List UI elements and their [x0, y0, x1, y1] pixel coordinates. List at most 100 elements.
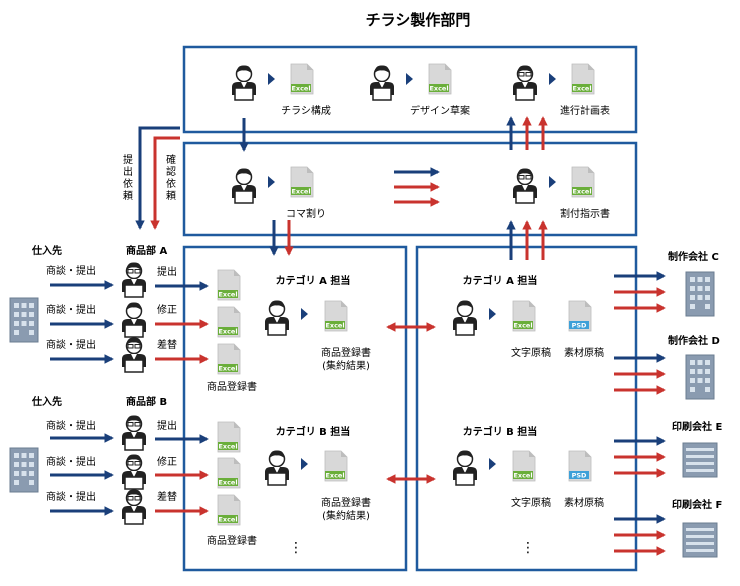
submit-request-char: 提: [123, 154, 133, 166]
layout-box: [182, 141, 638, 237]
excel-badge-label: Excel: [325, 472, 344, 480]
supplier-label-a: 仕入先: [31, 244, 62, 257]
cat-a-heading: カテゴリ A 担当: [463, 274, 538, 287]
printing-company-icon: [682, 442, 718, 478]
action-fix: 修正: [157, 303, 177, 316]
company-e-label: 印刷会社 E: [672, 420, 722, 433]
excel-badge-label: Excel: [291, 188, 310, 196]
person-icon: [231, 167, 257, 204]
cat-b-heading: カテゴリ B 担当: [276, 425, 351, 438]
excel-badge: [218, 327, 238, 335]
confirm-request-char: 頼: [166, 190, 176, 202]
excel-badge: [325, 471, 345, 479]
excel-badge-label: Excel: [218, 516, 237, 524]
material-doc-label: 素材原稿: [564, 346, 604, 359]
person-icon: [452, 449, 478, 486]
person-icon: [369, 64, 395, 101]
action-fix: 修正: [157, 455, 177, 468]
excel-badge: [429, 84, 449, 92]
more-dots: ⋮: [521, 540, 535, 556]
agg-result-label: (集約結果): [322, 359, 370, 372]
confirm-request-char: 認: [166, 165, 176, 178]
confirm-request-arrow: [150, 136, 180, 230]
category-manuscript-box: [415, 245, 638, 572]
person-icon: [264, 299, 290, 336]
excel-badge: [218, 478, 238, 486]
agg-reg-label: 商品登録書: [321, 346, 371, 359]
triangle-icon: [301, 458, 308, 470]
agg-reg-label: 商品登録書: [321, 496, 371, 509]
company-c-label: 制作会社 C: [668, 250, 719, 263]
negotiate-row: 商談・提出: [46, 264, 114, 290]
negotiate-row: 商談・提出: [46, 338, 114, 364]
action-submit: 提出: [157, 265, 177, 278]
cat-b-heading: カテゴリ B 担当: [463, 425, 538, 438]
excel-badge: [291, 84, 311, 92]
action-replace: 差替: [157, 338, 177, 351]
negotiate-label: 商談・提出: [46, 455, 96, 468]
submit-request-arrow: [135, 126, 180, 230]
person-icon: [264, 449, 290, 486]
diagram-title: チラシ製作部門: [366, 11, 471, 29]
confirm-request-char: 確: [166, 153, 176, 166]
excel-badge-label: Excel: [218, 328, 237, 336]
negotiate-label: 商談・提出: [46, 338, 96, 351]
action-submit: 提出: [157, 419, 177, 432]
excel-badge: [218, 515, 238, 523]
excel-badge-label: Excel: [218, 479, 237, 487]
excel-badge: [291, 187, 311, 195]
dept-a-label: 商品部 A: [126, 244, 167, 257]
psd-badge-label: PSD: [572, 472, 587, 480]
agg-result-label: (集約結果): [322, 509, 370, 522]
company-d-label: 制作会社 D: [668, 334, 720, 347]
negotiate-row: 商談・提出: [46, 455, 114, 480]
triangle-icon: [489, 308, 496, 320]
psd-badge-label: PSD: [572, 322, 587, 330]
person-glasses-icon: [121, 453, 147, 490]
excel-badge: [218, 442, 238, 450]
excel-badge-label: Excel: [513, 472, 532, 480]
chirashi-label: チラシ構成: [281, 104, 331, 117]
more-dots: ⋮: [289, 540, 303, 556]
confirm-request-char: 依: [166, 177, 176, 190]
supplier-building-icon: [9, 297, 39, 343]
printing-company-icon: [682, 522, 718, 558]
production-company-icon: [685, 354, 715, 400]
triangle-icon: [549, 73, 556, 85]
person-glasses-icon: [121, 488, 147, 525]
excel-badge: [572, 84, 592, 92]
negotiate-label: 商談・提出: [46, 419, 96, 432]
excel-badge-label: Excel: [291, 85, 310, 93]
negotiate-row: 商談・提出: [46, 490, 114, 516]
text-doc-label: 文字原稿: [511, 346, 551, 359]
submit-request-char: 依: [123, 177, 133, 190]
excel-badge: [218, 290, 238, 298]
person-icon: [452, 299, 478, 336]
text-doc-label: 文字原稿: [511, 496, 551, 509]
company-f-label: 印刷会社 F: [672, 498, 722, 511]
person-glasses-icon: [121, 336, 147, 373]
submit-request-char: 頼: [123, 190, 133, 202]
excel-badge-label: Excel: [429, 85, 448, 93]
material-doc-label: 素材原稿: [564, 496, 604, 509]
psd-badge: [569, 471, 589, 479]
action-replace: 差替: [157, 490, 177, 503]
excel-badge-label: Excel: [218, 365, 237, 373]
excel-badge-label: Excel: [218, 291, 237, 299]
product-reg-label: 商品登録書: [207, 380, 257, 393]
submit-request-label: 提 出 依 頼: [123, 154, 136, 202]
excel-badge: [572, 187, 592, 195]
person-glasses-icon: [121, 261, 147, 298]
psd-badge: [569, 321, 589, 329]
dept-b-label: 商品部 B: [126, 395, 167, 408]
negotiate-row: 商談・提出: [46, 419, 114, 443]
excel-badge-label: Excel: [218, 443, 237, 451]
triangle-icon: [489, 458, 496, 470]
schedule-label: 進行計画表: [560, 104, 610, 117]
triangle-icon: [301, 308, 308, 320]
product-reg-label: 商品登録書: [207, 534, 257, 547]
excel-badge-label: Excel: [572, 188, 591, 196]
excel-badge: [325, 321, 345, 329]
person-icon: [121, 301, 147, 338]
